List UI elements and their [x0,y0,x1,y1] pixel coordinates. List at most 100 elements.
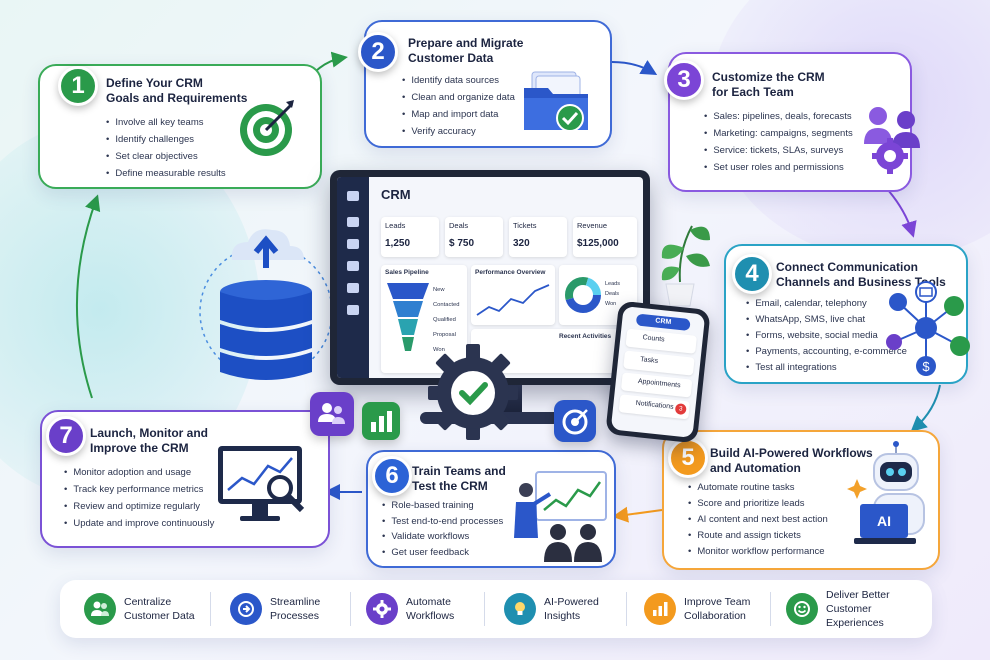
pipeline-funnel [387,283,429,351]
arrow-5-to-6 [612,506,663,523]
performance-title: Performance Overview [475,269,546,276]
phone-item-counts[interactable]: Counts [625,328,697,354]
crm-dashboard-monitor: CRM Leads 1,250 Deals $ 750 Tickets 320 … [330,170,650,385]
divider [484,592,485,626]
kpi-value: $125,000 [577,238,619,249]
phone-item-label: Tasks [639,356,659,365]
step-3-title-line2: for Each Team [712,85,794,99]
list-item: Monitor workflow performance [688,544,828,560]
step-3-title-line1: Customize the CRM [712,70,825,84]
step-2-title: Prepare and Migrate Customer Data [408,36,523,66]
list-item: Update and improve continuously [64,515,214,532]
pipeline-stage: Won [433,347,445,353]
kpi-tickets: Tickets 320 [509,217,567,257]
kpi-label: Leads [385,221,406,230]
inbox-icon[interactable] [347,261,359,271]
arrow-4-to-5 [910,384,941,433]
svg-text:AI: AI [877,513,891,529]
pipeline-stages: New Contacted Qualified Proposal Won [433,283,459,358]
phone-title: CRM [654,317,672,327]
monitor-analytics-icon [218,446,305,521]
step-1-list: Involve all key teams Identify challenge… [106,114,226,182]
step-4-list: Email, calendar, telephony WhatsApp, SMS… [746,296,907,376]
benefit-line2: Customer Experiences [826,603,884,629]
benefit-line1: Streamline [270,596,321,608]
phone-item-label: Counts [642,334,665,344]
divider [770,592,771,626]
plant-icon [661,225,710,307]
kpi-label: Deals [449,221,469,230]
step-2-card: 2 Prepare and Migrate Customer Data Iden… [358,20,612,148]
step-7-title-line2: Improve the CRM [90,441,189,455]
step-5-title-line1: Build AI-Powered Workflows [710,446,873,460]
chat-icon[interactable] [347,239,359,249]
gear-icon [366,593,398,625]
performance-line-chart [476,284,550,316]
benefit-line1: Automate [406,596,451,608]
list-item: Email, calendar, telephony [746,296,907,312]
list-item: Service: tickets, SLAs, surveys [704,142,853,159]
team-gear-icon [864,107,920,174]
pipeline-stage: Qualified [433,317,456,323]
step-1-title-line1: Define Your CRM [106,76,203,90]
phone-item-notifications[interactable]: Notifications 3 [618,394,691,420]
bar-chart-icon [644,593,676,625]
list-item: Clean and organize data [402,89,515,106]
step-1-title: Define Your CRM Goals and Requirements [106,76,247,106]
step-7-list: Monitor adoption and usage Track key per… [64,464,214,532]
donut-chart [565,277,601,313]
kpi-revenue: Revenue $125,000 [573,217,637,257]
kpi-label: Revenue [577,221,608,230]
step-5-list: Automate routine tasks Score and priorit… [688,480,828,560]
benefit-line2: Workflows [406,610,455,622]
list-item: Involve all key teams [106,114,226,131]
phone-item-tasks[interactable]: Tasks [623,350,695,376]
dashboard-sidebar [337,177,369,378]
kpi-value: 1,250 [385,238,411,249]
list-item: WhatsApp, SMS, live chat [746,312,907,328]
step-5-title: Build AI-Powered Workflows and Automatio… [710,446,873,476]
mail-icon[interactable] [347,217,359,227]
legend-item: Deals [605,291,620,297]
gear-check-icon [428,344,518,440]
list-item: Payments, accounting, e-commerce [746,344,907,360]
list-item: Monitor adoption and usage [64,464,214,481]
list-item: Test all integrations [746,360,907,376]
step-2-number: 2 [358,32,398,72]
benefit-line1: Deliver Better [826,589,890,601]
integration-network-icon: $ [886,281,970,376]
list-item: Forms, website, social media [746,328,907,344]
phone-screen: CRM Counts Tasks Appointments Notificati… [610,306,706,438]
phone-item-appointments[interactable]: Appointments [620,372,693,398]
gear-icon[interactable] [347,283,359,293]
settings-icon[interactable] [347,305,359,315]
performance-panel: Performance Overview [471,265,555,325]
list-item: Track key performance metrics [64,481,214,498]
list-item: Marketing: campaigns, segments [704,125,852,142]
list-item: Test end-to-end processes [382,514,503,530]
benefit-line1: Centralize [124,596,172,608]
people-icon [84,593,116,625]
target-icon [240,100,294,156]
list-item: Verify accuracy [402,123,515,140]
benefit-line1: AI-Powered [544,596,599,608]
step-5-title-line2: and Automation [710,461,801,475]
user-icon[interactable] [347,191,359,201]
pipeline-title: Sales Pipeline [385,269,429,276]
step-7-title-line1: Launch, Monitor and [90,426,208,440]
list-item: Define measurable results [106,165,225,182]
list-item: Review and optimize regularly [64,498,214,515]
recent-activities-panel: Recent Activities [471,329,637,373]
list-item: Get user feedback [382,545,503,561]
step-1-title-line2: Goals and Requirements [106,91,248,105]
arrow-2-to-3 [611,60,658,76]
lightbulb-icon [504,593,536,625]
kpi-value: $ 750 [449,238,475,249]
step-4-title-line1: Connect Communication [776,260,919,274]
